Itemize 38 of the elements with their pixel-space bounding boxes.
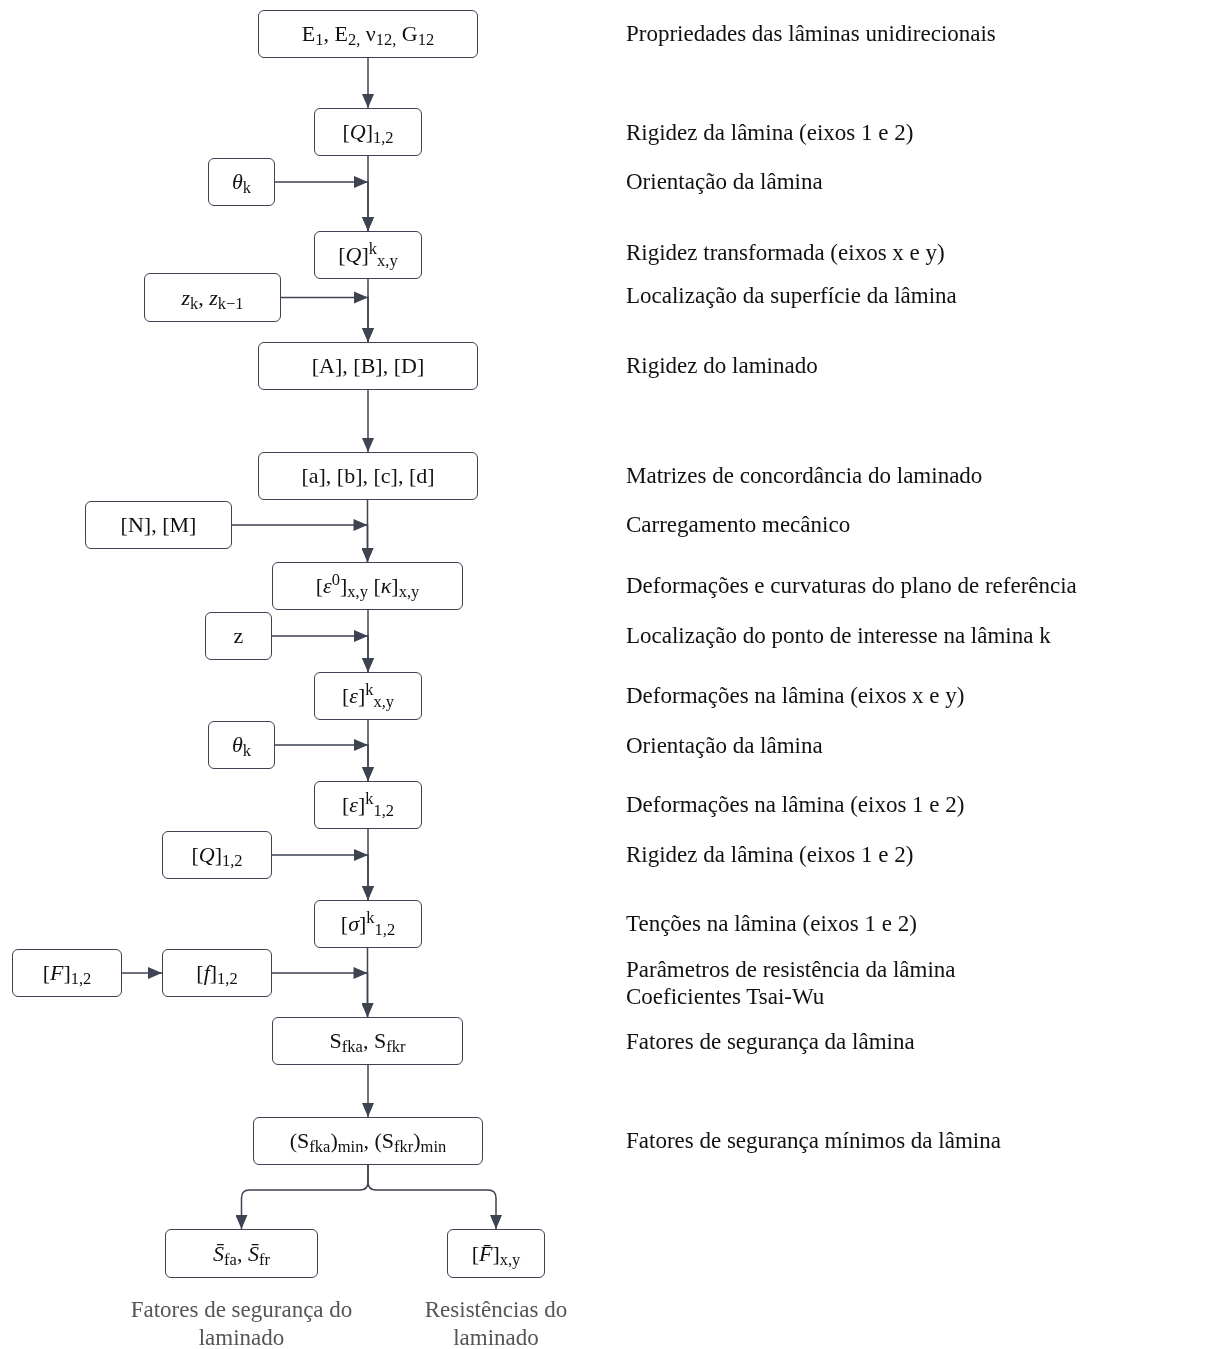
description-text: Localização do ponto de interesse na lâmina k <box>626 622 1051 650</box>
node-label: Fatores de segurança do laminado <box>129 1296 354 1349</box>
formula-box: [N], [M] <box>85 501 232 549</box>
description-text: Rigidez transformada (eixos x e y) <box>626 239 945 267</box>
formula-box: S̄$_{fa}$, S̄$_{fr}$ <box>165 1229 318 1278</box>
description-text: Matrizes de concordância do laminado <box>626 462 983 490</box>
description-text: Deformações na lâmina (eixos 1 e 2) <box>626 791 965 819</box>
description-text: Rigidez do laminado <box>626 352 818 380</box>
formula-box: (S$_{fka}$)$_{min}$, (S$_{fkr}$)$_{min}$ <box>253 1117 483 1165</box>
description-text: Tenções na lâmina (eixos 1 e 2) <box>626 910 917 938</box>
description-text: Localização da superfície da lâmina <box>626 282 957 310</box>
description-text: Fatores de segurança mínimos da lâmina <box>626 1127 1001 1155</box>
formula-box: θ$_{k}$ <box>208 721 275 769</box>
formula-box: z$_{k}$, z$_{k−1}$ <box>144 273 281 322</box>
formula-box: [F̄]$_{x,y}$ <box>447 1229 545 1278</box>
description-text: Deformações na lâmina (eixos x e y) <box>626 682 965 710</box>
node-label: Resistências do laminado <box>423 1296 569 1349</box>
formula-box: [ε$^{0}$]$_{x,y}$ [κ]$_{x,y}$ <box>272 562 463 610</box>
description-text: Orientação da lâmina <box>626 168 823 196</box>
description-text: Propriedades das lâminas unidirecionais <box>626 20 996 48</box>
description-text: Fatores de segurança da lâmina <box>626 1028 915 1056</box>
formula-box: [F]$_{1,2}$ <box>12 949 122 997</box>
formula-box: θ$_{k}$ <box>208 158 275 206</box>
description-text: Orientação da lâmina <box>626 732 823 760</box>
formula-box: [a], [b], [c], [d] <box>258 452 478 500</box>
description-text: Rigidez da lâmina (eixos 1 e 2) <box>626 841 914 869</box>
formula-box: z <box>205 612 272 660</box>
formula-box: [Q]$_{1,2}$ <box>314 108 422 156</box>
description-text: Coeficientes Tsai-Wu <box>626 983 825 1011</box>
formula-box: [A], [B], [D] <box>258 342 478 390</box>
formula-box: [f]$_{1,2}$ <box>162 949 272 997</box>
formula-box: [Q]$_{1,2}$ <box>162 831 272 879</box>
description-text: Carregamento mecânico <box>626 511 851 539</box>
formula-box: S$_{fka}$, S$_{fkr}$ <box>272 1017 463 1065</box>
description-text: Deformações e curvaturas do plano de referência <box>626 572 1077 600</box>
description-text: Rigidez da lâmina (eixos 1 e 2) <box>626 119 914 147</box>
formula-box: E$_{1}$, E$_{2,}$ ν$_{12,}$ G$_{12}$ <box>258 10 478 58</box>
description-text: Parâmetros de resistência da lâmina <box>626 956 956 984</box>
